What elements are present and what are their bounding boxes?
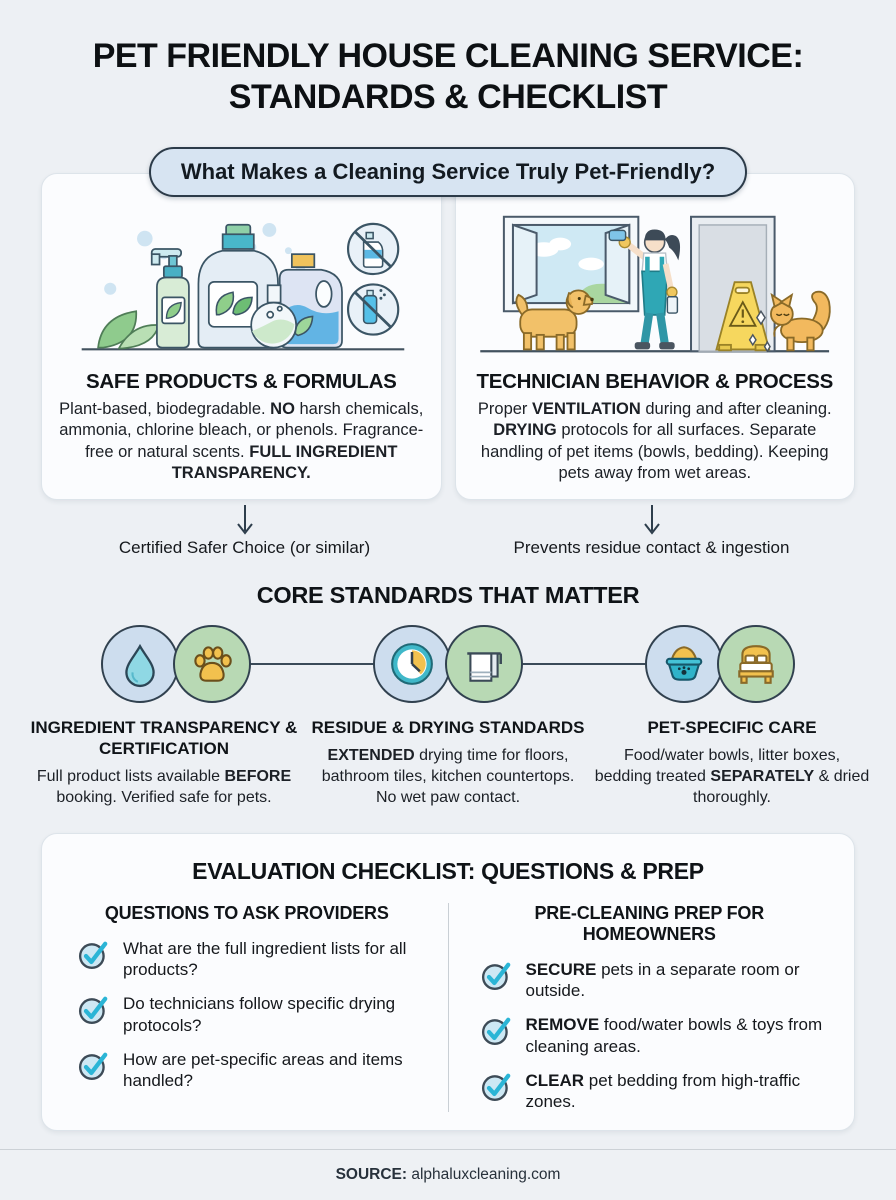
water-drop-icon <box>101 624 179 703</box>
check-icon <box>481 1017 510 1046</box>
standard-heading: RESIDUE & DRYING STANDARDS <box>311 717 585 737</box>
checklist-item-text: CLEAR pet bedding from high-traffic zone… <box>525 1070 801 1112</box>
checklist-item: How are pet-specific areas and items han… <box>78 1049 426 1092</box>
checklist-item-text: Do technicians follow specific drying pr… <box>123 994 396 1035</box>
checklist-item-text: How are pet-specific areas and items han… <box>123 1049 403 1091</box>
card-technician-behavior: TECHNICIAN BEHAVIOR & PROCESS Proper VEN… <box>454 172 855 500</box>
clock-icon <box>373 624 451 703</box>
check-icon <box>481 962 510 990</box>
page-title: PET FRIENDLY HOUSE CLEANING SERVICE: STA… <box>0 0 896 119</box>
paw-print-icon <box>173 624 251 703</box>
checklist-item: CLEAR pet bedding from high-traffic zone… <box>481 1070 829 1113</box>
checklist-item: SECURE pets in a separate room or outsid… <box>481 959 829 1002</box>
check-icon <box>481 1073 510 1101</box>
evaluation-checklist-title: EVALUATION CHECKLIST: QUESTIONS & PREP <box>192 857 704 884</box>
down-arrow-icon <box>643 504 660 535</box>
icon-pair-drying <box>312 623 584 705</box>
standard-heading: INGREDIENT TRANSPARENCY & CERTIFICATION <box>30 717 298 758</box>
card-heading: SAFE PRODUCTS & FORMULAS <box>85 369 397 393</box>
pump-bottle-icon <box>150 248 190 349</box>
flask-icon <box>249 284 297 349</box>
arrow-cell-left: Certified Safer Choice (or similar) <box>41 502 448 558</box>
pet-bowl-icon <box>645 624 723 703</box>
towel-icon <box>445 624 523 703</box>
eco-cleaning-products-illustration <box>81 222 404 351</box>
standard-body: EXTENDED drying time for floors, bathroo… <box>321 746 575 806</box>
page-title-line2: STANDARDS & CHECKLIST <box>228 78 668 117</box>
standard-transparency: INGREDIENT TRANSPARENCY & CERTIFICATION … <box>26 717 302 809</box>
checklist-item-text: What are the full ingredient lists for a… <box>123 938 407 980</box>
checklist-item: Do technicians follow specific drying pr… <box>78 993 426 1036</box>
leaves-icon <box>96 310 160 350</box>
card-body: Plant-based, biodegradable. NO harsh che… <box>59 399 424 483</box>
check-icon <box>78 1052 108 1080</box>
standard-body: Full product lists available BEFORE book… <box>36 768 292 806</box>
sparkles-icon <box>748 309 771 353</box>
technician-cleaning-illustration <box>480 215 831 353</box>
checklist-item: REMOVE food/water bowls & toys from clea… <box>481 1014 829 1057</box>
check-icon <box>78 996 108 1025</box>
core-standards-title: CORE STANDARDS THAT MATTER <box>256 581 640 608</box>
standard-body: Food/water bowls, litter boxes, bedding … <box>594 746 870 806</box>
evaluation-checklist-card: EVALUATION CHECKLIST: QUESTIONS & PREP Q… <box>41 832 855 1132</box>
checklist-column-heading: PRE-CLEANING PREP FOR HOMEOWNERS <box>534 902 765 944</box>
pet-bed-icon <box>717 624 795 703</box>
standard-heading: PET-SPECIFIC CARE <box>647 717 817 737</box>
banner-wrap: What Makes a Cleaning Service Truly Pet-… <box>0 146 896 197</box>
check-icon <box>78 941 108 969</box>
core-standards-text-row: INGREDIENT TRANSPARENCY & CERTIFICATION … <box>0 717 896 809</box>
checklist-column-providers: QUESTIONS TO ASK PROVIDERS What are the … <box>64 903 430 1113</box>
standard-pet-care: PET-SPECIFIC CARE Food/water bowls, litt… <box>594 717 870 809</box>
arrow-cell-right: Prevents residue contact & ingestion <box>448 502 855 558</box>
checklist-column-homeowners: PRE-CLEANING PREP FOR HOMEOWNERS SECURE … <box>467 903 833 1113</box>
arrow-note: Prevents residue contact & ingestion <box>513 537 790 557</box>
technician-icon <box>608 229 681 350</box>
top-cards-row: SAFE PRODUCTS & FORMULAS Plant-based, bi… <box>0 172 896 500</box>
checklist-item: What are the full ingredient lists for a… <box>78 938 426 981</box>
card-safe-products: SAFE PRODUCTS & FORMULAS Plant-based, bi… <box>41 172 442 500</box>
source-text: SOURCE: alphaluxcleaning.com <box>335 1166 561 1183</box>
standard-drying: RESIDUE & DRYING STANDARDS EXTENDED dryi… <box>310 717 586 809</box>
checklist-column-heading: QUESTIONS TO ASK PROVIDERS <box>104 902 389 923</box>
icon-pair-pet-care <box>584 623 856 705</box>
icon-pair-transparency <box>40 623 312 705</box>
checklist-item-text: SECURE pets in a separate room or outsid… <box>525 959 800 1001</box>
page-title-line1: PET FRIENDLY HOUSE CLEANING SERVICE: <box>92 37 804 75</box>
arrow-note: Certified Safer Choice (or similar) <box>118 537 371 557</box>
source-footer: SOURCE: alphaluxcleaning.com <box>0 1149 896 1200</box>
arrows-row: Certified Safer Choice (or similar) Prev… <box>0 502 896 558</box>
section-banner: What Makes a Cleaning Service Truly Pet-… <box>148 146 748 197</box>
core-standards-icons-row <box>0 623 896 705</box>
dog-icon <box>515 289 594 351</box>
down-arrow-icon <box>236 504 253 535</box>
cat-icon <box>770 290 831 352</box>
no-bleach-bottle-icon <box>346 222 399 276</box>
checklist-item-text: REMOVE food/water bowls & toys from clea… <box>525 1015 823 1056</box>
column-divider <box>447 902 449 1113</box>
card-heading: TECHNICIAN BEHAVIOR & PROCESS <box>476 369 834 393</box>
no-aerosol-spray-icon <box>346 283 399 336</box>
card-body: Proper VENTILATION during and after clea… <box>477 399 832 483</box>
